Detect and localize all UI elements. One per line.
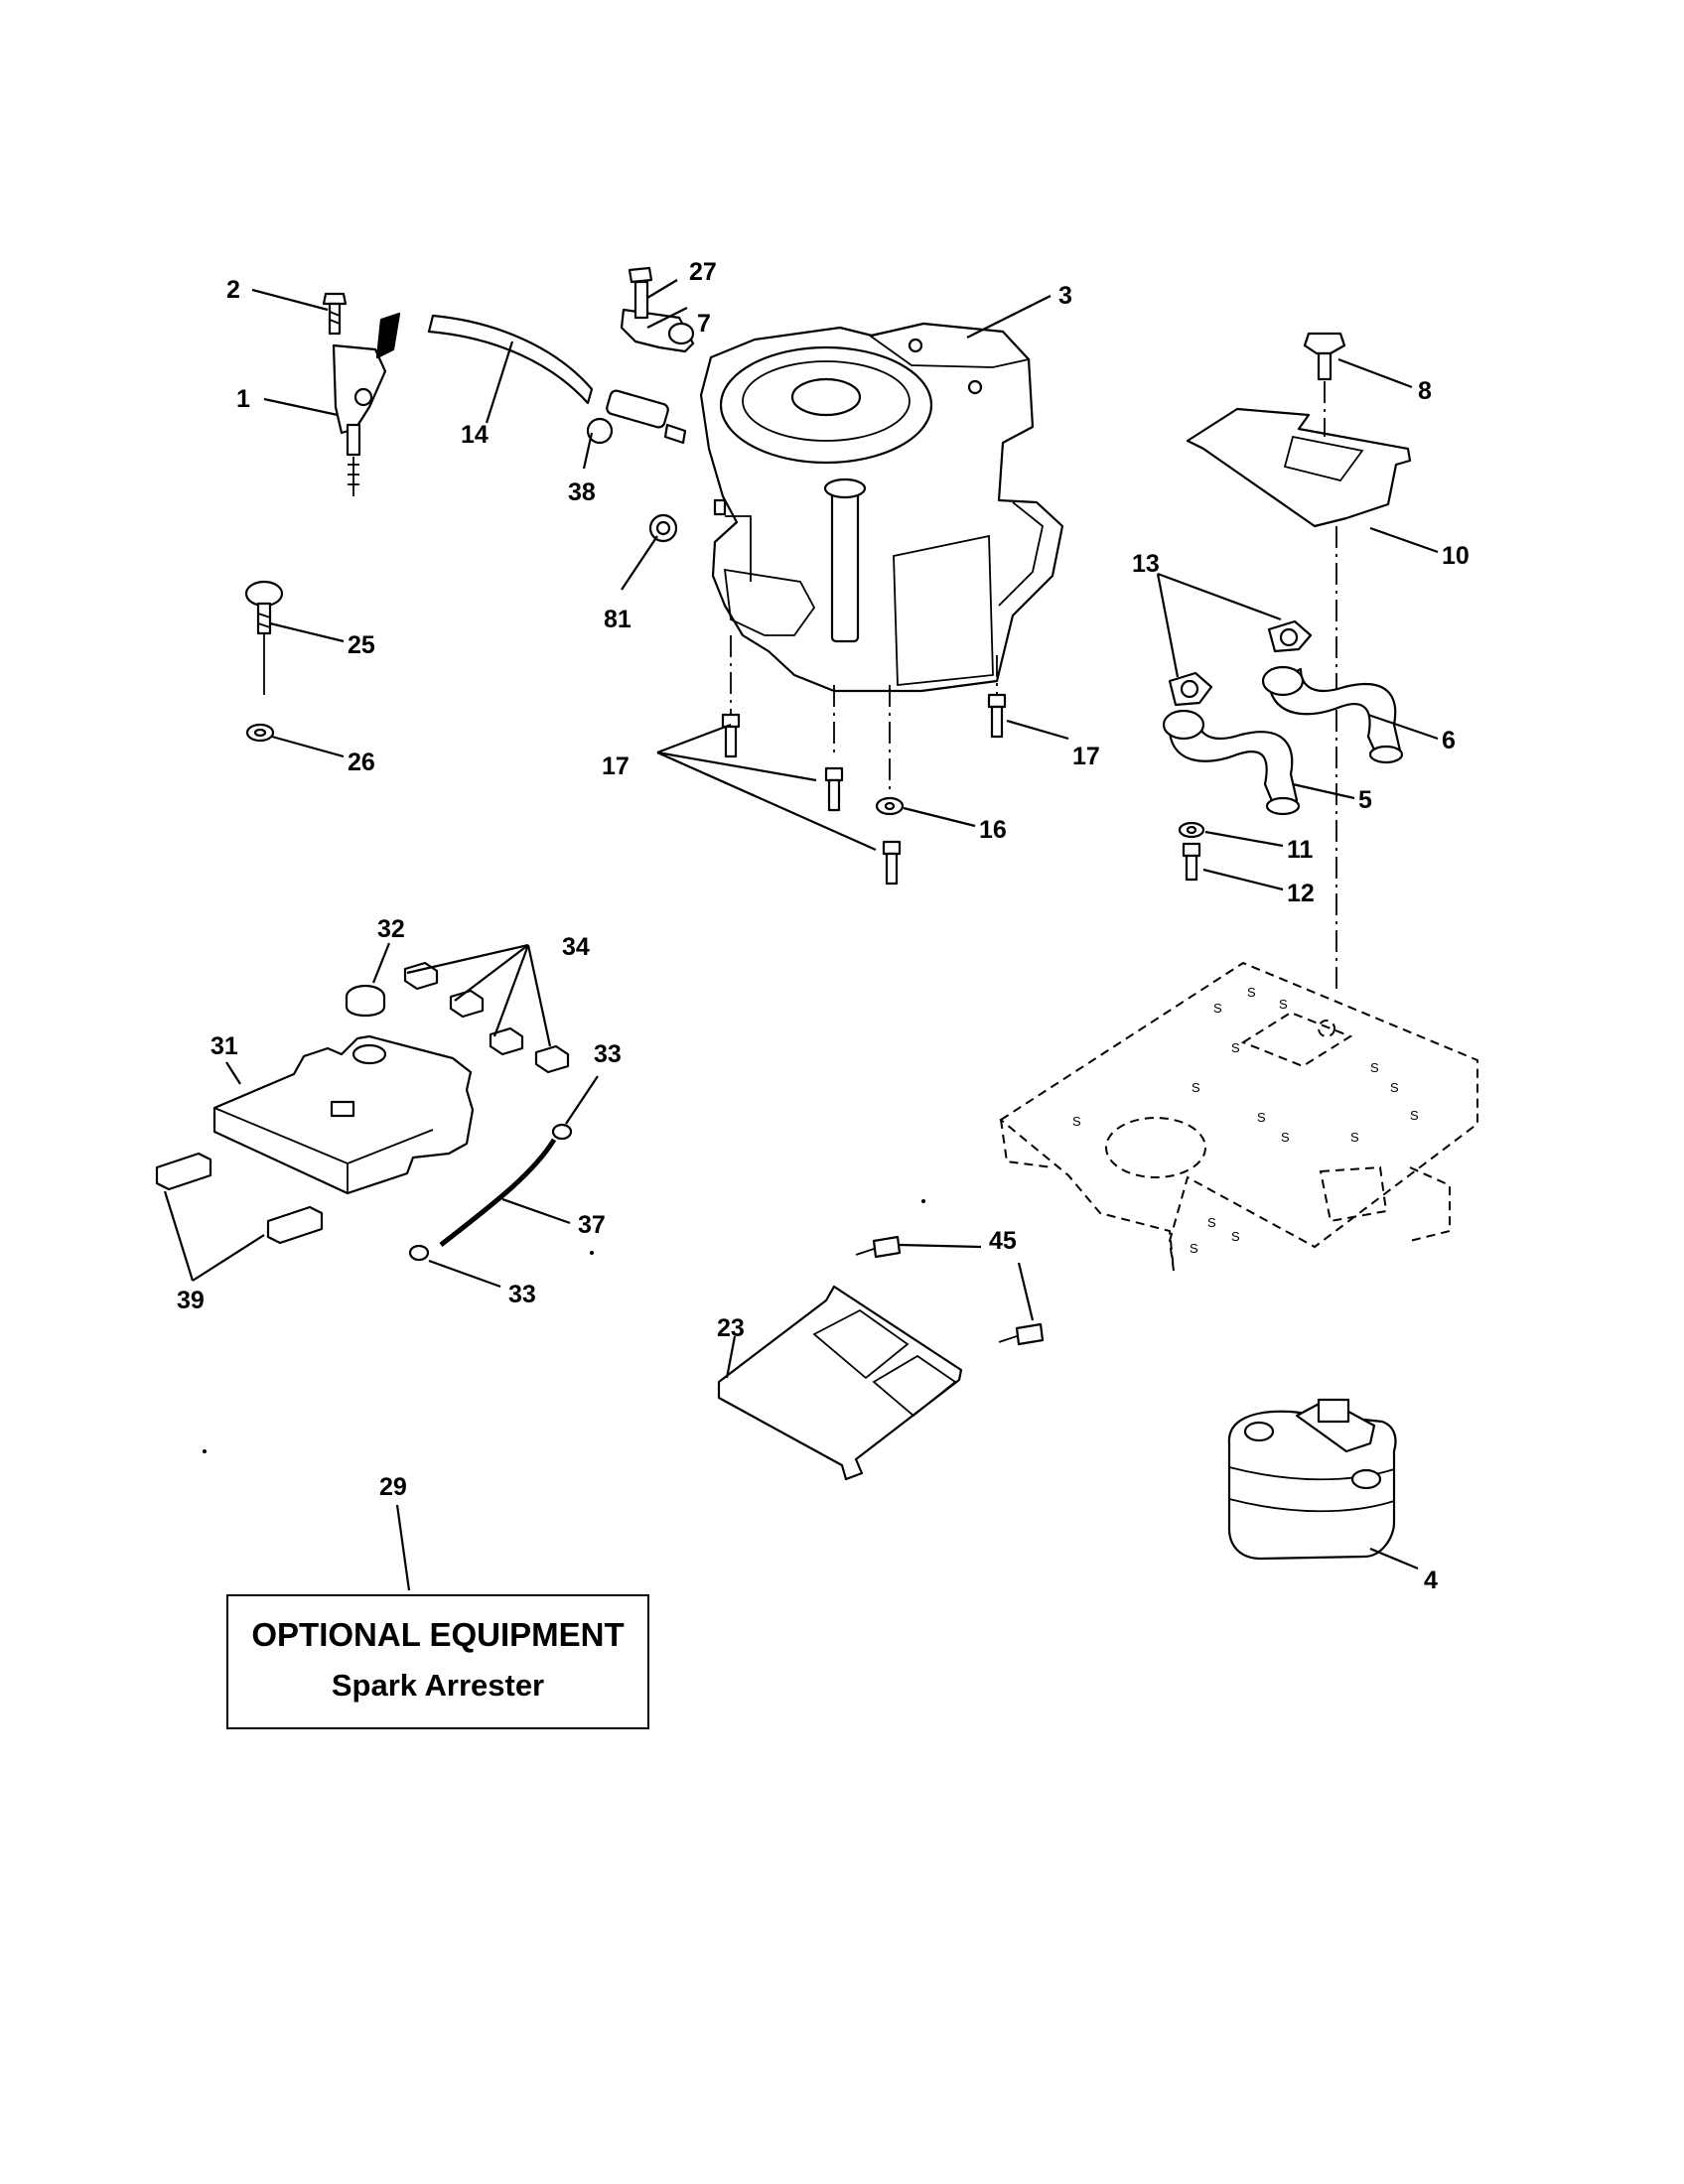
hose-clamp-part bbox=[551, 1123, 573, 1141]
callout-label: 32 bbox=[377, 915, 405, 943]
fuel-filter-part bbox=[586, 389, 687, 445]
svg-text:S: S bbox=[1350, 1130, 1359, 1145]
callout-label: 34 bbox=[562, 933, 590, 961]
hose-clamp-part bbox=[408, 1244, 430, 1262]
callout-label: 45 bbox=[989, 1227, 1017, 1255]
tank-strip-part bbox=[155, 1152, 212, 1191]
callout-label: 29 bbox=[379, 1473, 407, 1501]
callout-label: 17 bbox=[602, 752, 630, 780]
engine-bolt-part bbox=[721, 713, 741, 758]
throttle-screw-part bbox=[322, 292, 348, 336]
clamp-part bbox=[620, 308, 695, 353]
svg-text:S: S bbox=[1231, 1229, 1240, 1244]
spark-arrester-label: Spark Arrester bbox=[331, 1668, 545, 1703]
exhaust-gasket-part bbox=[1267, 619, 1313, 653]
callout-label: 8 bbox=[1418, 377, 1432, 405]
pipe-bolt-part bbox=[1182, 842, 1201, 882]
optional-equipment-box: OPTIONAL EQUIPMENT Spark Arrester bbox=[226, 1594, 649, 1729]
shield-knob-part bbox=[1303, 332, 1346, 381]
diagram-dot bbox=[921, 1199, 925, 1203]
callout-label: 10 bbox=[1442, 542, 1470, 570]
callout-label: 38 bbox=[568, 478, 596, 506]
diagram-dot bbox=[590, 1251, 594, 1255]
tank-strip-part bbox=[266, 1205, 324, 1245]
callout-label: 81 bbox=[604, 606, 632, 633]
svg-text:S: S bbox=[1247, 985, 1256, 1000]
svg-text:S: S bbox=[1390, 1080, 1399, 1095]
shield-screw-part bbox=[998, 1322, 1045, 1346]
callout-label: 16 bbox=[979, 816, 1007, 844]
tank-hose-part bbox=[439, 1138, 557, 1247]
engine-bolt-part bbox=[824, 766, 844, 812]
exhaust-gasket-part bbox=[1168, 671, 1213, 707]
svg-text:S: S bbox=[1190, 1241, 1198, 1256]
tank-pad-part bbox=[534, 1044, 570, 1074]
tank-pad-part bbox=[489, 1026, 524, 1056]
callout-label: 25 bbox=[348, 631, 375, 659]
choke-nut-part bbox=[245, 723, 275, 743]
heat-shield-part bbox=[1186, 407, 1412, 528]
shield-screw-part bbox=[855, 1235, 902, 1259]
leader-lines bbox=[163, 279, 1439, 1591]
tractor-frame-part: S S S S S S S S S S S S S S S bbox=[999, 961, 1478, 1272]
fuel-hose-part bbox=[427, 314, 594, 405]
svg-text:S: S bbox=[1410, 1108, 1419, 1123]
callout-label: 37 bbox=[578, 1211, 606, 1239]
exhaust-pipe-part bbox=[1261, 665, 1404, 764]
svg-text:S: S bbox=[1192, 1080, 1200, 1095]
callout-label: 13 bbox=[1132, 550, 1160, 578]
svg-text:S: S bbox=[1281, 1130, 1290, 1145]
svg-text:S: S bbox=[1257, 1110, 1266, 1125]
callout-label: 26 bbox=[348, 749, 375, 776]
callout-label: 31 bbox=[210, 1032, 238, 1060]
fuel-cap-part bbox=[345, 984, 386, 1018]
svg-text:S: S bbox=[1213, 1001, 1222, 1016]
callout-label: 1 bbox=[236, 385, 250, 413]
diagram-dot bbox=[203, 1449, 207, 1453]
callout-label: 33 bbox=[508, 1281, 536, 1308]
engine-washer-part bbox=[875, 796, 905, 816]
muffler-shield-part bbox=[717, 1285, 963, 1481]
callout-label: 27 bbox=[689, 258, 717, 286]
clamp-bolt-part bbox=[628, 266, 653, 320]
pipe-washer-part bbox=[1178, 821, 1205, 839]
svg-text:S: S bbox=[1370, 1060, 1379, 1075]
engine-part bbox=[699, 322, 1064, 693]
svg-text:S: S bbox=[1231, 1040, 1240, 1055]
callout-label: 33 bbox=[594, 1040, 622, 1068]
tank-pad-part bbox=[449, 989, 485, 1019]
callout-label: 11 bbox=[1287, 836, 1314, 864]
callout-label: 2 bbox=[226, 276, 240, 304]
callout-label: 23 bbox=[717, 1314, 745, 1342]
callout-label: 12 bbox=[1287, 880, 1315, 907]
fuel-tank-part bbox=[212, 1034, 475, 1195]
callout-label: 5 bbox=[1358, 786, 1372, 814]
frame-hole-marks: S S S S S S S S S S S S S S S bbox=[1072, 985, 1419, 1256]
callout-label: 4 bbox=[1424, 1567, 1438, 1594]
callout-label: 39 bbox=[177, 1287, 205, 1314]
svg-text:S: S bbox=[1207, 1215, 1216, 1230]
callout-label: 6 bbox=[1442, 727, 1456, 754]
muffler-part bbox=[1227, 1398, 1397, 1561]
engine-mount-guide-lines bbox=[730, 635, 998, 794]
fitting-part bbox=[648, 513, 678, 543]
callout-label: 7 bbox=[697, 310, 711, 338]
choke-knob-part bbox=[244, 580, 284, 695]
svg-text:S: S bbox=[1072, 1114, 1081, 1129]
callout-label: 17 bbox=[1072, 743, 1100, 770]
optional-equipment-title: OPTIONAL EQUIPMENT bbox=[251, 1616, 625, 1653]
callout-label: 14 bbox=[461, 421, 489, 449]
svg-text:S: S bbox=[1279, 997, 1288, 1012]
tank-pad-part bbox=[403, 961, 439, 991]
exhaust-pipe-part bbox=[1162, 709, 1301, 816]
engine-bolt-part bbox=[882, 840, 902, 886]
callout-labels: 2 1 27 7 3 14 38 81 8 10 13 6 5 11 12 25… bbox=[177, 258, 1470, 1594]
engine-bolt-part bbox=[987, 693, 1007, 739]
throttle-control-part bbox=[332, 312, 401, 496]
callout-label: 3 bbox=[1058, 282, 1072, 310]
engine-plug-part bbox=[713, 498, 727, 516]
